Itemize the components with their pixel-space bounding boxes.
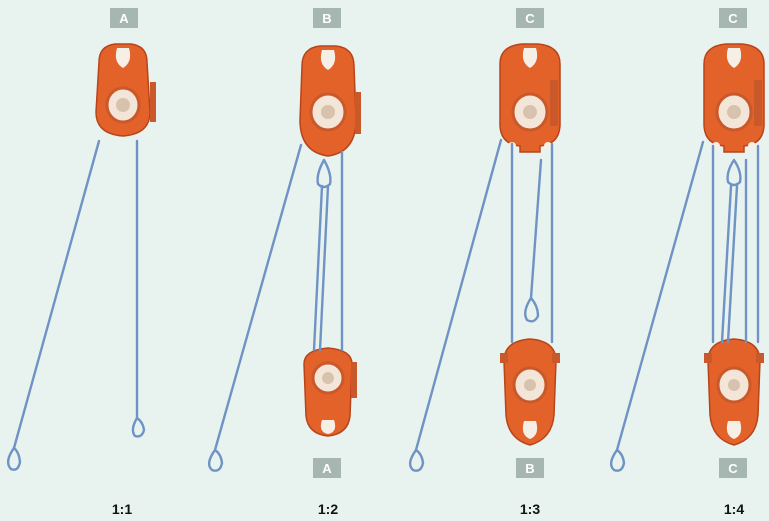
panel-2-top-badge: B xyxy=(313,8,341,28)
panel-3-bottom-badge: B xyxy=(516,458,544,478)
panel-4-top-badge: C xyxy=(719,8,747,28)
panel-4-bottom-badge: C xyxy=(719,458,747,478)
panel-4-bottom-badge-label: C xyxy=(728,461,738,476)
panel-1-to-2: B A 1:2 xyxy=(207,8,361,517)
panel-2-ratio-label: 1:2 xyxy=(318,501,338,517)
panel-4-rope xyxy=(609,140,760,472)
panel-2-bottom-badge-label: A xyxy=(322,461,332,476)
panel-1-ratio-label: 1:1 xyxy=(112,501,132,517)
panel-1-rope xyxy=(6,139,146,471)
panel-4-top-badge-label: C xyxy=(728,11,738,26)
panel-4-ratio-label: 1:4 xyxy=(724,501,744,517)
panel-3-ratio-label: 1:3 xyxy=(520,501,540,517)
panel-3-top-badge: C xyxy=(516,8,544,28)
panel-3-top-badge-label: C xyxy=(525,11,535,26)
panel-1-to-1: A 1:1 xyxy=(6,8,156,517)
panel-2-top-pulley xyxy=(299,45,361,157)
panel-3-bottom-badge-label: B xyxy=(525,461,534,476)
panel-3-bottom-pulley xyxy=(500,338,560,446)
panel-4-top-pulley xyxy=(703,43,765,153)
panel-2-rope xyxy=(207,143,344,472)
panel-1-to-4: C C xyxy=(609,8,765,517)
panel-2-bottom-pulley xyxy=(303,347,357,437)
panel-3-top-pulley xyxy=(499,43,561,153)
panel-3-rope xyxy=(408,138,554,472)
panel-1-top-badge-label: A xyxy=(119,11,129,26)
panel-1-to-3: C B 1 xyxy=(408,8,561,517)
panel-2-top-badge-label: B xyxy=(322,11,331,26)
panel-2-bottom-badge: A xyxy=(313,458,341,478)
panel-1-top-pulley xyxy=(95,43,156,137)
panel-1-top-badge: A xyxy=(110,8,138,28)
panel-4-bottom-pulley xyxy=(704,338,764,446)
